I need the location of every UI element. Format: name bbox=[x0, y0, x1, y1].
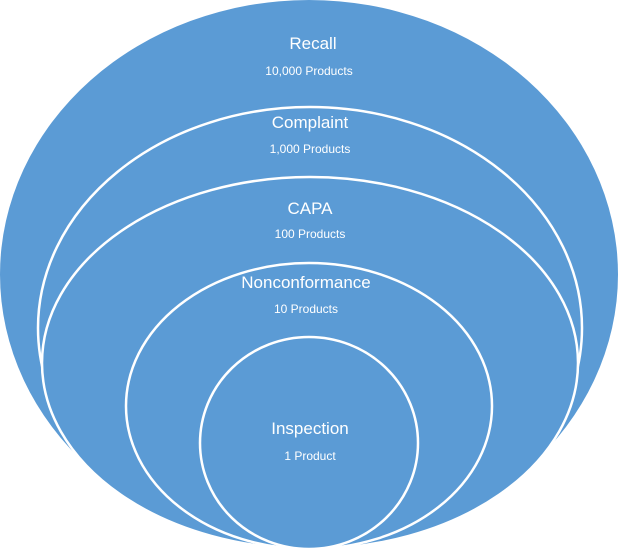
recall-label: Recall bbox=[289, 34, 336, 53]
inspection-count: 1 Product bbox=[284, 449, 336, 463]
nonconformance-label: Nonconformance bbox=[241, 273, 370, 292]
inspection-label: Inspection bbox=[271, 419, 349, 438]
recall-count: 10,000 Products bbox=[265, 64, 352, 78]
complaint-count: 1,000 Products bbox=[270, 142, 351, 156]
complaint-label: Complaint bbox=[272, 113, 349, 132]
capa-label: CAPA bbox=[287, 199, 333, 218]
inspection-ellipse bbox=[198, 335, 420, 549]
nonconformance-count: 10 Products bbox=[274, 302, 338, 316]
capa-count: 100 Products bbox=[275, 227, 346, 241]
